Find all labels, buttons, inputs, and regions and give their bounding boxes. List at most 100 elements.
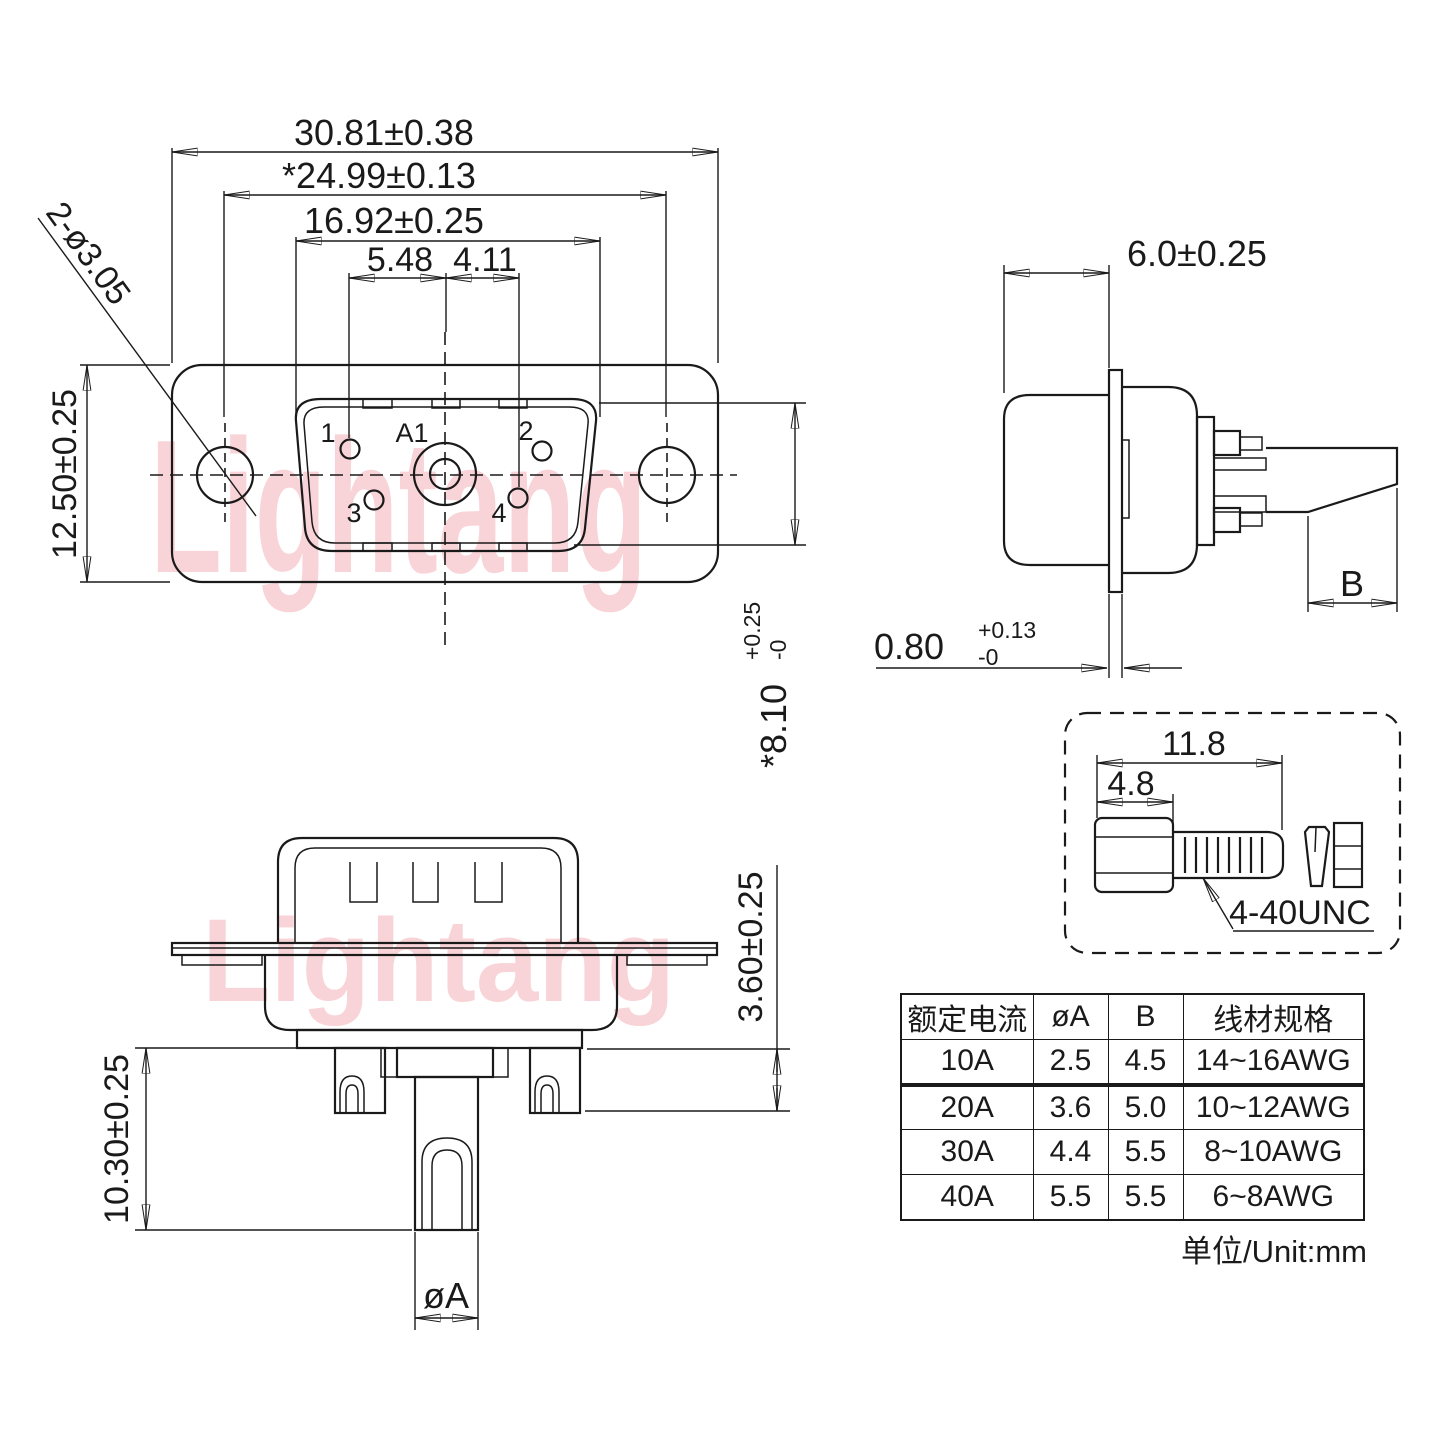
pin-bottom-tip	[1239, 512, 1263, 527]
cell-wire: 10~12AWG	[1182, 1084, 1365, 1130]
body-profile	[1122, 385, 1199, 575]
table-row: 30A 4.4 5.5 8~10AWG	[900, 1129, 1365, 1175]
pin-1	[339, 438, 361, 460]
wire-outline	[1266, 446, 1399, 514]
header-rated-current: 额定电流	[900, 993, 1034, 1040]
cell-dia: 4.4	[1032, 1129, 1109, 1175]
shell-slot	[349, 862, 378, 903]
screw-detail: 11.8 4.8 4-40	[1063, 711, 1402, 955]
table-header-row: 额定电流 øA B 线材规格	[900, 993, 1365, 1040]
dim-post-height: 3.60±0.25	[732, 871, 770, 1022]
cell-current: 30A	[900, 1129, 1034, 1175]
shell-tab	[431, 398, 461, 409]
pin-4	[507, 487, 529, 509]
crimp-tab-left	[380, 1047, 398, 1078]
header-dia-a: øA	[1032, 993, 1109, 1040]
flange-outline	[170, 363, 720, 584]
watermark-lightang: Lightang	[202, 895, 676, 1027]
cell-b: 4.5	[1107, 1039, 1184, 1087]
shell-inner	[303, 406, 589, 544]
unit-note: 单位/Unit:mm	[1181, 1234, 1367, 1269]
cell-wire: 14~16AWG	[1182, 1039, 1365, 1087]
dim-shell-height-tol-minus: -0	[765, 640, 791, 660]
shell-back-inner	[294, 847, 562, 943]
header-b: B	[1107, 993, 1184, 1040]
flange-foot-left	[181, 954, 263, 966]
body-back	[263, 955, 619, 1032]
dim-hole-spacing: *24.99±0.13	[282, 155, 476, 196]
dim-shell-depth: 6.0±0.25	[1127, 233, 1267, 274]
shell-tab	[362, 398, 393, 409]
watermark-lightang: Lightang	[150, 401, 648, 613]
mounting-hole-right	[637, 445, 697, 505]
dim-pin-length: 10.30±0.25	[98, 1054, 136, 1224]
dim-screw-head: 4.8	[1107, 765, 1154, 803]
cell-current: 20A	[900, 1084, 1034, 1130]
shell-outer	[294, 397, 598, 553]
table-row: 40A 5.5 5.5 6~8AWG	[900, 1174, 1365, 1220]
pin-a1-outer	[412, 441, 478, 507]
terminal-block	[1195, 415, 1216, 547]
pin-label-4: 4	[491, 498, 506, 528]
thread-label: 4-40UNC	[1229, 894, 1371, 932]
dim-screw-total: 11.8	[1162, 725, 1226, 763]
pin-top-tip	[1239, 436, 1263, 451]
terminal-arm-upper	[1213, 457, 1267, 471]
dim-shell-height-tol-plus: +0.25	[739, 602, 765, 660]
bottom-view: 10.30±0.25 3.60±0.25 øA	[98, 836, 790, 1330]
terminal-arm-lower	[1213, 495, 1267, 513]
cell-dia: 2.5	[1032, 1039, 1109, 1087]
post-slot-outer	[339, 1075, 365, 1113]
pin-label-2: 2	[518, 416, 533, 446]
dim-shell-width: 16.92±0.25	[304, 200, 484, 241]
pin-3	[363, 489, 385, 511]
wedge-part	[1303, 825, 1331, 888]
cell-wire: 8~10AWG	[1182, 1129, 1365, 1175]
dim-flange-tol-minus: -0	[978, 644, 998, 670]
shell-profile	[1002, 393, 1109, 567]
center-pin-crimp	[395, 1046, 495, 1079]
detail-box	[1063, 711, 1402, 955]
flange-plate	[1107, 368, 1124, 594]
dim-pin-pitch-right: 4.11	[453, 241, 517, 279]
cell-b: 5.5	[1107, 1129, 1184, 1175]
cell-b: 5.5	[1107, 1174, 1184, 1220]
dim-pin-diameter: øA	[423, 1275, 469, 1316]
dim-shell-height: *8.10	[753, 684, 794, 768]
cell-current: 40A	[900, 1174, 1034, 1220]
dim-flange-height: 12.50±0.25	[46, 389, 84, 559]
screw-shaft	[1173, 830, 1285, 880]
table-row: 20A 3.6 5.0 10~12AWG	[900, 1084, 1365, 1130]
cell-b: 5.0	[1107, 1084, 1184, 1130]
header-wire-gauge: 线材规格	[1182, 993, 1365, 1040]
shell-slot	[474, 862, 503, 903]
center-pin	[413, 1075, 480, 1232]
post-slot-outer	[534, 1075, 560, 1113]
pin-label-a1: A1	[395, 418, 428, 448]
shell-back-outer	[276, 836, 580, 943]
cell-wire: 6~8AWG	[1182, 1174, 1365, 1220]
shell-tab	[362, 542, 393, 552]
pin-a1-inner	[428, 457, 462, 491]
spec-table: 额定电流 øA B 线材规格 10A 2.5 4.5 14~16AWG 20A …	[900, 993, 1365, 1221]
dim-wire-strip-b: B	[1340, 563, 1364, 604]
pin-2	[531, 440, 553, 462]
cell-dia: 3.6	[1032, 1084, 1109, 1130]
nut-part	[1332, 821, 1364, 889]
crimp-tab-right	[492, 1047, 509, 1078]
side-view: 6.0±0.25 0.80 +0.13 -0 B	[874, 233, 1399, 678]
flange-bar	[170, 941, 719, 957]
mounting-hole-left	[195, 445, 255, 505]
post-slot-inner	[345, 1084, 359, 1113]
dim-flange-width: 30.81±0.38	[294, 112, 474, 153]
cell-current: 10A	[900, 1039, 1034, 1087]
dim-mounting-holes: 2-ø3.05	[38, 195, 138, 312]
front-view: 1 A1 2 3 4 30.81±0.38 *24.99±0.13 16.92±…	[37, 112, 806, 768]
flange-lip	[1121, 439, 1130, 519]
flange-foot-right	[626, 954, 708, 966]
pin-top	[1212, 429, 1242, 457]
shell-slot	[412, 862, 439, 903]
pin-notch-inner	[431, 1149, 463, 1230]
dim-pin-pitch-left: 5.48	[367, 241, 433, 279]
